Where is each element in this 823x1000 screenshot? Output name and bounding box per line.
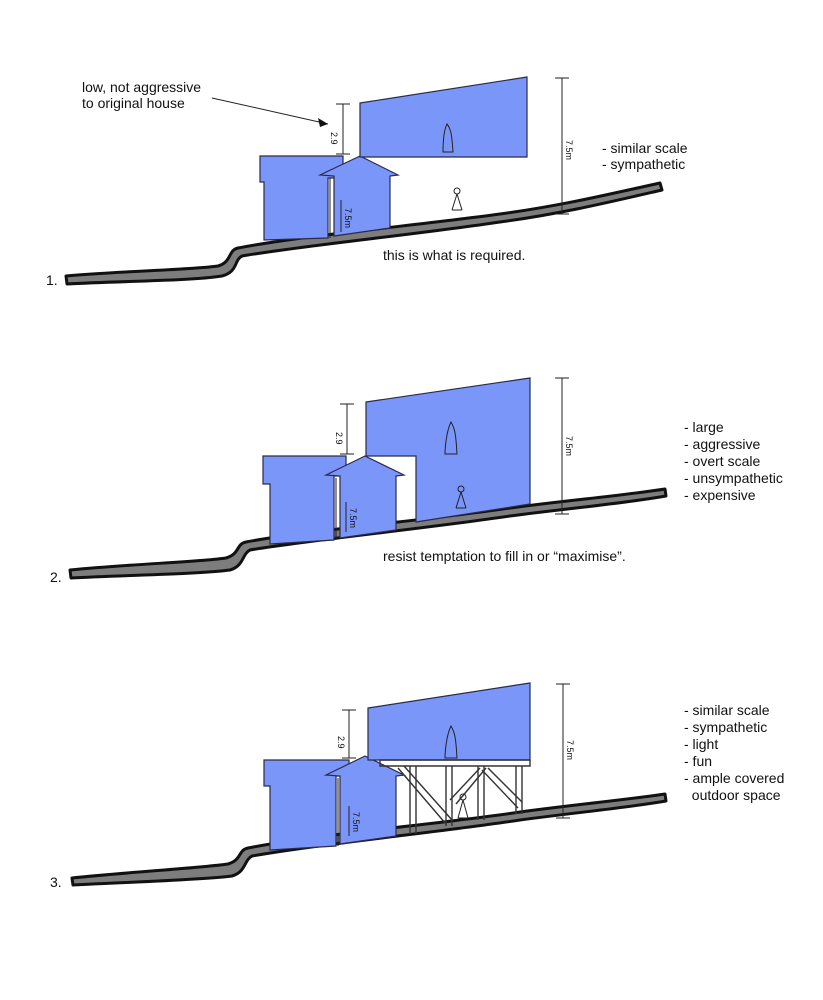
note-1-1: - sympathetic — [602, 156, 685, 172]
existing-house-2 — [262, 455, 347, 545]
note-1-0: - similar scale — [602, 140, 688, 156]
note-2-3: - unsympathetic — [684, 470, 783, 486]
dimension-high-3: 7.5m — [556, 683, 575, 819]
caption-1: this is what is required. — [383, 247, 525, 263]
dimension-house-1: 7.5m — [340, 200, 353, 232]
caption-2: resist temptation to fill in or “maximis… — [383, 548, 626, 564]
dim-low-label-3: 2.9 — [336, 736, 346, 749]
person-figure-2b — [455, 485, 467, 509]
dimension-house-2: 7.5m — [345, 502, 358, 532]
existing-house-1 — [259, 155, 344, 241]
dim-low-label-1: 2.9 — [329, 132, 339, 145]
note-2-2: - overt scale — [684, 453, 760, 469]
dim-house-label-1: 7.5m — [343, 208, 353, 228]
dim-low-label-2: 2.9 — [334, 432, 344, 445]
option-number-1: 1. — [46, 272, 58, 288]
note-3-3: - fun — [684, 753, 712, 769]
note-2-1: - aggressive — [684, 436, 760, 452]
note-2-0: - large — [684, 419, 724, 435]
option-2-diagram: 2.9 7.5m 7.5m — [68, 377, 668, 580]
annotation-line-2: to original house — [82, 95, 185, 111]
person-figure-2a — [444, 420, 458, 455]
new-volume-3 — [367, 682, 531, 761]
dim-high-label-2: 7.5m — [564, 436, 574, 456]
note-3-2: - light — [684, 736, 718, 752]
option-1-diagram: 2.9 7.5m 7.5m — [64, 76, 664, 286]
dimension-low-1: 2.9 — [329, 103, 350, 155]
person-figure-1b — [451, 187, 463, 211]
ground-1 — [64, 181, 664, 286]
annotation-arrow — [211, 97, 329, 125]
dimension-low-3: 2.9 — [336, 709, 356, 759]
note-3-5: outdoor space — [684, 787, 781, 803]
new-volume-1 — [359, 76, 528, 158]
dimension-low-2: 2.9 — [334, 403, 354, 455]
option-3-diagram: 2.9 7.5m 7.5m — [70, 682, 668, 887]
person-figure-3a — [444, 724, 458, 759]
existing-house-roof-1 — [317, 155, 401, 237]
dim-house-label-2: 7.5m — [348, 508, 358, 528]
person-figure-1a — [442, 123, 454, 153]
note-3-4: - ample covered — [684, 770, 784, 786]
annotation-arrowhead — [318, 118, 328, 127]
dim-high-label-1: 7.5m — [564, 140, 574, 160]
annotation-line-1: low, not aggressive — [82, 79, 201, 95]
option-number-2: 2. — [50, 569, 62, 585]
dimension-high-1: 7.5m — [555, 77, 574, 215]
timber-frame — [379, 759, 531, 834]
dimension-house-3: 7.5m — [348, 806, 361, 836]
note-3-0: - similar scale — [684, 702, 770, 718]
dimension-high-2: 7.5m — [555, 377, 574, 515]
note-3-1: - sympathetic — [684, 719, 767, 735]
dim-high-label-3: 7.5m — [565, 740, 575, 760]
option-number-3: 3. — [50, 874, 62, 890]
person-figure-3b — [457, 793, 469, 819]
dim-house-label-3: 7.5m — [351, 812, 361, 832]
new-volume-2 — [365, 377, 531, 523]
note-2-4: - expensive — [684, 487, 756, 503]
